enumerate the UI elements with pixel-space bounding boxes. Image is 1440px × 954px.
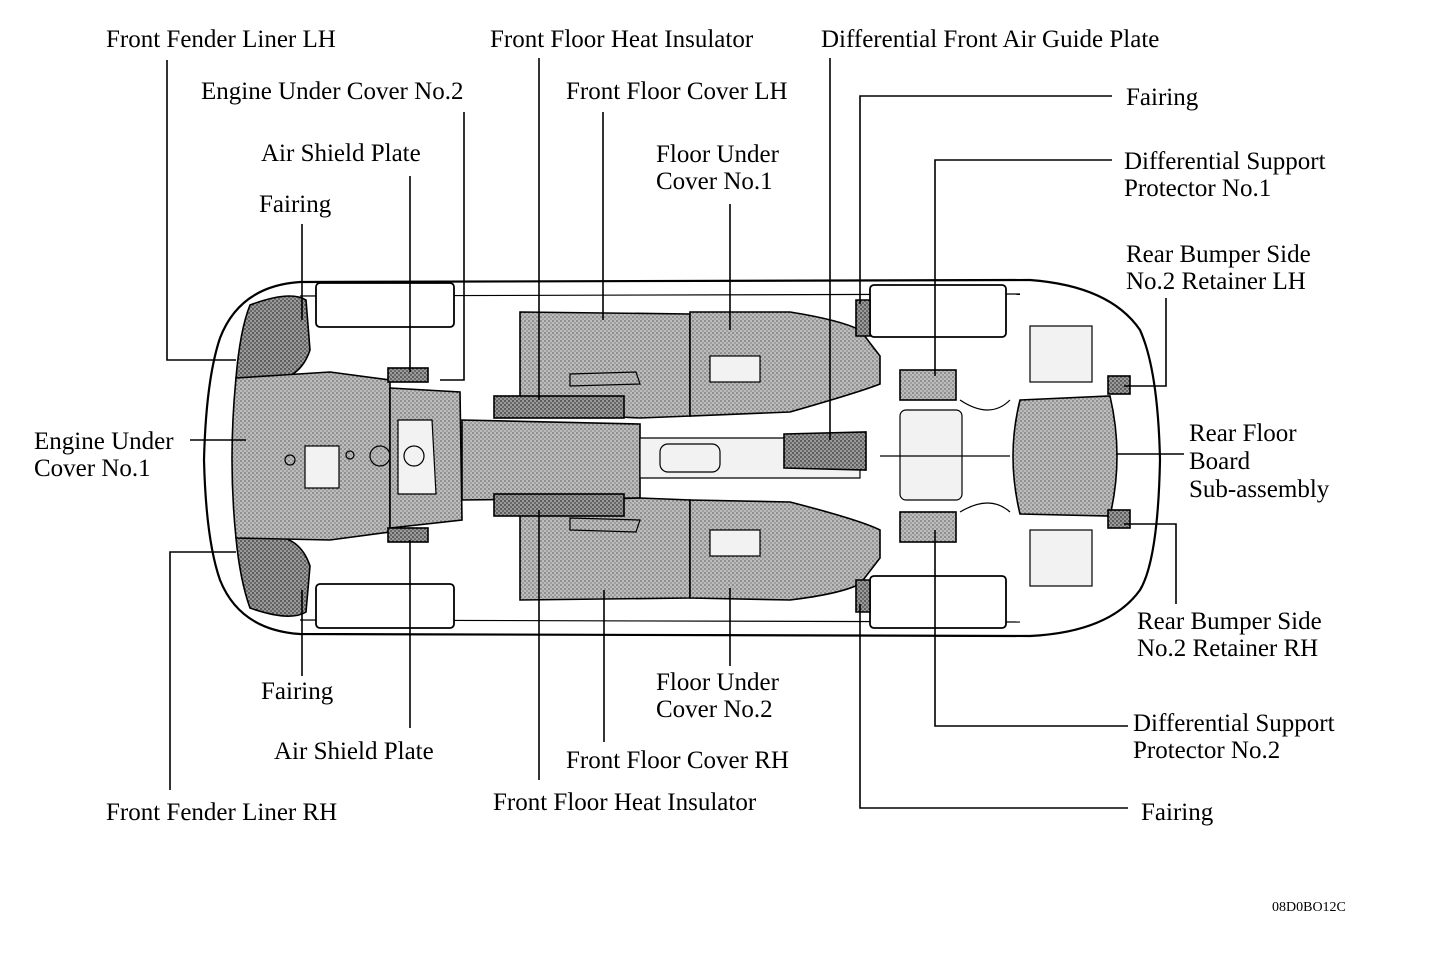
label-engine-under-cover-no2: Engine Under Cover No.2 bbox=[201, 78, 463, 105]
label-air-shield-plate-top: Air Shield Plate bbox=[261, 140, 421, 167]
floor-under-cover-no2-part bbox=[689, 499, 881, 601]
front-left-wheel bbox=[315, 282, 455, 328]
air-shield-plate-bottom-part bbox=[387, 527, 429, 543]
label-differential-support-protector-no1-line2: Protector No.1 bbox=[1124, 175, 1271, 202]
label-floor-under-cover-no2-line2: Cover No.2 bbox=[656, 696, 773, 723]
fairing-rear-right-part bbox=[855, 579, 871, 613]
rear-floor-board-part bbox=[1012, 395, 1118, 517]
label-engine-under-cover-no1-line2: Cover No.1 bbox=[34, 455, 151, 482]
label-fairing-top-left: Fairing bbox=[259, 191, 332, 218]
rear-bumper-side-retainer-lh-part bbox=[1107, 375, 1131, 395]
rear-right-wheel bbox=[869, 575, 1007, 629]
front-floor-heat-insulator-top-part bbox=[493, 395, 625, 419]
figure-code: 08D0BO12C bbox=[1272, 900, 1346, 915]
label-front-floor-cover-lh: Front Floor Cover LH bbox=[566, 78, 788, 105]
label-rear-bumper-side-retainer-lh-line1: Rear Bumper Side bbox=[1126, 241, 1311, 268]
label-engine-under-cover-no1-line1: Engine Under bbox=[34, 428, 174, 455]
label-fairing-top-right: Fairing bbox=[1126, 84, 1199, 111]
rear-bumper-side-retainer-rh-part bbox=[1107, 509, 1131, 529]
fairing-rear-left-part bbox=[855, 299, 871, 337]
front-right-wheel bbox=[315, 583, 455, 629]
label-floor-under-cover-no2-line1: Floor Under bbox=[656, 669, 780, 696]
differential-support-protector-no1-part bbox=[899, 369, 957, 401]
label-front-floor-heat-insulator-top: Front Floor Heat Insulator bbox=[490, 26, 754, 53]
rear-left-wheel bbox=[869, 284, 1007, 338]
front-floor-heat-insulator-bottom-part bbox=[493, 493, 625, 517]
label-air-shield-plate-bottom: Air Shield Plate bbox=[274, 738, 434, 765]
label-rear-bumper-side-retainer-lh-line2: No.2 Retainer LH bbox=[1126, 268, 1306, 295]
car-underbody bbox=[202, 278, 1162, 638]
front-fender-liner-rh-part bbox=[235, 535, 311, 617]
label-front-fender-liner-rh: Front Fender Liner RH bbox=[106, 799, 337, 826]
label-front-floor-cover-rh: Front Floor Cover RH bbox=[566, 747, 789, 774]
label-floor-under-cover-no1-line2: Cover No.1 bbox=[656, 168, 773, 195]
differential-front-air-guide-plate-part bbox=[783, 431, 867, 471]
label-rear-floor-board-line1: Rear Floor bbox=[1189, 420, 1297, 447]
label-floor-under-cover-no1-line1: Floor Under bbox=[656, 141, 780, 168]
label-fairing-bottom-left: Fairing bbox=[261, 678, 334, 705]
label-rear-bumper-side-retainer-rh-line2: No.2 Retainer RH bbox=[1137, 635, 1318, 662]
floor-under-cover-no1-part bbox=[689, 311, 881, 417]
differential-support-protector-no2-part bbox=[899, 511, 957, 543]
callout-labels: Front Fender Liner LH Engine Under Cover… bbox=[34, 26, 1346, 915]
label-differential-support-protector-no2-line1: Differential Support bbox=[1133, 710, 1335, 737]
label-front-floor-heat-insulator-bottom: Front Floor Heat Insulator bbox=[493, 789, 757, 816]
label-differential-support-protector-no2-line2: Protector No.2 bbox=[1133, 737, 1280, 764]
label-rear-floor-board-line3: Sub-assembly bbox=[1189, 476, 1330, 503]
label-fairing-bottom-right: Fairing bbox=[1141, 799, 1214, 826]
transmission-tunnel-cover bbox=[461, 419, 641, 501]
label-front-fender-liner-lh: Front Fender Liner LH bbox=[106, 26, 336, 53]
label-rear-floor-board-line2: Board bbox=[1189, 448, 1251, 475]
label-differential-front-air-guide-plate: Differential Front Air Guide Plate bbox=[821, 26, 1159, 53]
air-shield-plate-top-part bbox=[387, 367, 429, 383]
label-rear-bumper-side-retainer-rh-line1: Rear Bumper Side bbox=[1137, 608, 1322, 635]
differential bbox=[899, 409, 963, 501]
label-differential-support-protector-no1-line1: Differential Support bbox=[1124, 148, 1326, 175]
leader-lines bbox=[166, 58, 1184, 809]
